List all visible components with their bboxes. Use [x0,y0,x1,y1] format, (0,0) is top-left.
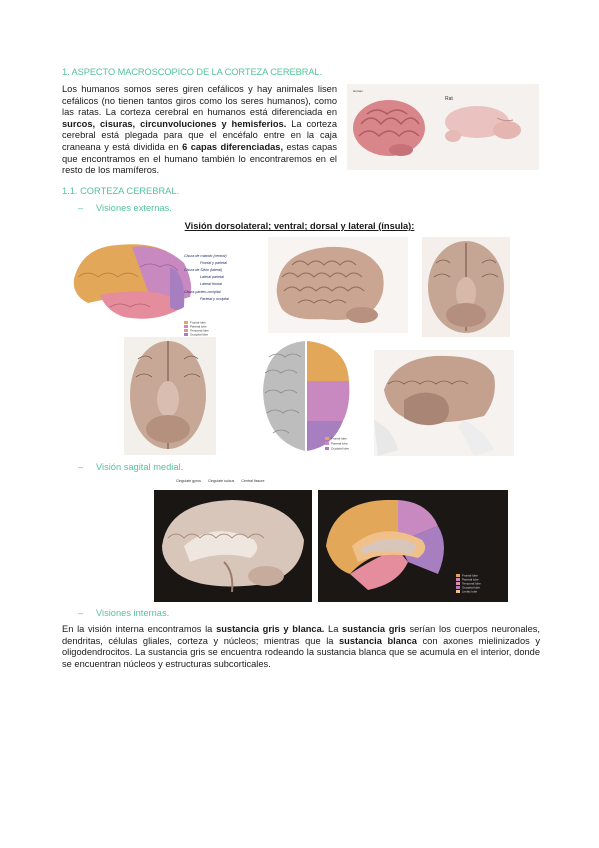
sagittal-lobes-illustration: Frontal lobe Parietal lobe Temporal lobe… [326,500,481,594]
lateral-legend-parietal: Parietal lobe [190,325,207,329]
lateral-legend-frontal: Frontal lobe [190,321,206,325]
lateral-brain-photo-illustration [276,246,384,323]
label-silvio: Cisura de Silvio (lateral) [184,268,222,272]
sagittal-legend-temporal: Temporal lobe [462,582,481,586]
label-parietal-occipital: Parietal y occipital [200,297,229,301]
label-lateral-frontal: Lateral frontal [200,282,222,286]
label-central-fissure: Central fissure [241,479,265,483]
label-frontal-parietal: Frontal y parietal [200,261,227,265]
lateral-legend-occipital: Occipital lobe [190,333,208,337]
sagittal-legend-limbic: Limbic lobe [462,590,478,594]
lateral-lobes-figure: Frontal lobe Parietal lobe Temporal lobe… [70,237,262,337]
dorsal-lobes-figure: Frontal lobe Parietal lobe Occipital lob… [255,337,357,457]
human-rat-brain-illustration: Human Rat [353,89,521,156]
ventral-brain-photo-illustration [428,241,504,333]
sagittal-legend-parietal: Parietal lobe [462,578,479,582]
bullet-sagittal-view: –Visión sagital medial. [78,462,184,472]
lateral-brain-photo [268,237,408,333]
section-heading: 1. ASPECTO MACROSCOPICO DE LA CORTEZA CE… [62,67,322,77]
intro-paragraph: Los humanos somos seres giren cefálicos … [62,84,338,176]
sagittal-legend-frontal: Frontal lobe [462,574,478,578]
dorsal-legend-parietal: Parietal lobe [331,442,348,446]
label-cingulate-gyrus: Cingulate gyrus [176,479,201,483]
bullet-internal-views: –Visiones internas. [78,608,170,618]
insula-brain-photo [374,350,514,456]
lateral-legend-temporal: Temporal lobe [190,329,209,333]
ventral-brain-photo [422,237,510,337]
label-lateral-parietal: Lateral parietal [200,275,224,279]
insula-brain-photo-illustration [374,355,495,456]
subsection-heading: 1.1. CORTEZA CEREBRAL. [62,186,180,196]
human-label: Human [353,89,363,93]
figure-caption: Visión dorsolateral; ventral; dorsal y l… [184,221,415,231]
label-rolando: Cisura de rolando (central) [184,254,227,258]
label-parieto-occipital: Cisura parieto-occipital [184,290,221,294]
sagittal-top-labels: Cingulate gyrus Cingulate sulcus Central… [176,479,265,483]
lateral-lobes-illustration: Frontal lobe Parietal lobe Temporal lobe… [70,237,262,337]
ventral-brain-photo-2 [124,337,216,455]
sagittal-brain-photo-illustration [162,500,304,593]
label-cingulate-sulcus: Cingulate sulcus [207,479,235,483]
ventral-brain-photo-2-illustration [130,341,206,449]
sagittal-lobes-figure: Frontal lobe Parietal lobe Temporal lobe… [318,490,508,602]
dorsal-legend-frontal: Frontal lobe [331,437,347,441]
human-rat-brain-figure: Human Rat [347,84,539,170]
sagittal-brain-photo [154,490,312,602]
dorsal-lobes-illustration: Frontal lobe Parietal lobe Occipital lob… [263,341,350,451]
dorsal-legend-occipital: Occipital lobe [331,447,349,451]
internal-view-paragraph: En la visión interna encontramos la sust… [62,624,540,669]
sagittal-legend-occipital: Occipital lobe [462,586,480,590]
bullet-external-views: –Visiones externas. [78,203,172,213]
rat-label: Rat [445,96,453,102]
